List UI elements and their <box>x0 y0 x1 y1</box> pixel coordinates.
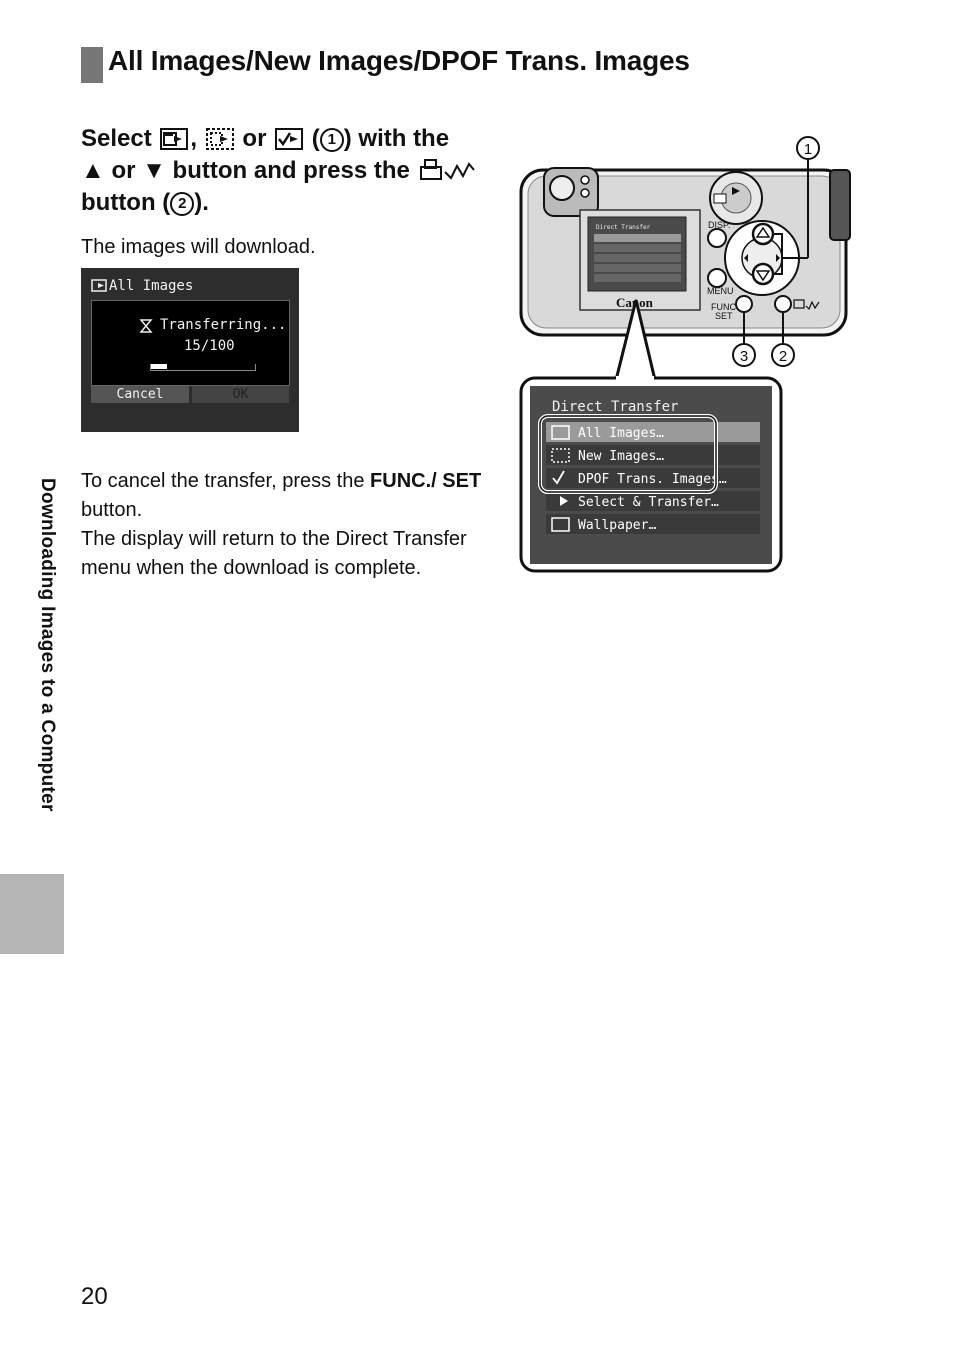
menu-item-all-images[interactable]: All Images… <box>546 422 760 442</box>
note-text: The display will return to the Direct Tr… <box>81 528 467 579</box>
menu-item-wallpaper[interactable]: Wallpaper… <box>546 514 760 534</box>
func-set-label: FUNC./ SET <box>370 470 482 492</box>
new-images-icon <box>551 448 570 463</box>
transfer-screen: All Images Transferring... 15/100 Cancel… <box>81 268 299 432</box>
all-images-icon <box>91 279 107 292</box>
hourglass-icon <box>139 319 153 333</box>
transfer-dialog: Transferring... 15/100 <box>91 300 290 386</box>
dpof-images-icon <box>275 128 304 150</box>
menu-item-label: DPOF Trans. Images… <box>578 472 727 487</box>
down-button[interactable] <box>751 262 775 286</box>
callout-1-line <box>773 258 783 275</box>
select-transfer-icon <box>560 496 568 506</box>
menu-item-label: Wallpaper… <box>578 518 656 533</box>
callout-3: 3 <box>732 343 756 367</box>
cancel-button[interactable]: Cancel <box>91 386 189 403</box>
instr-word: or <box>242 125 267 152</box>
wallpaper-icon <box>551 517 570 532</box>
instr-comma: , <box>190 125 198 152</box>
side-tab-label: Downloading Images to a Computer <box>37 478 58 812</box>
side-tab-marker <box>0 874 64 954</box>
transfer-count: 15/100 <box>184 338 235 354</box>
direct-transfer-title: Direct Transfer <box>552 399 678 415</box>
func-label: FUNC <box>711 302 736 312</box>
mode-dial[interactable] <box>709 171 763 225</box>
menu-item-new-images[interactable]: New Images… <box>546 445 760 465</box>
callout-3-number: 3 <box>740 348 748 365</box>
callout-2-ref: 2 <box>170 192 195 216</box>
menu-item-label: All Images… <box>578 426 664 441</box>
cancel-note: To cancel the transfer, press the FUNC./… <box>81 467 491 583</box>
print-share-icon <box>419 159 475 180</box>
instr-word: Select <box>81 125 152 152</box>
all-images-icon <box>160 128 189 150</box>
progress-bar <box>150 364 256 371</box>
note-text: To cancel the transfer, press the <box>81 470 371 492</box>
up-button[interactable] <box>751 222 775 246</box>
direct-transfer-screen: Direct Transfer All Images… New Images… … <box>519 376 783 573</box>
section-heading: All Images/New Images/DPOF Trans. Images <box>108 45 690 76</box>
set-label: SET <box>715 311 733 321</box>
dpof-images-icon <box>552 470 565 485</box>
download-note: The images will download. <box>81 236 316 258</box>
callout-2-number: 2 <box>779 348 787 365</box>
instr-word: or <box>111 157 136 184</box>
note-text: button. <box>81 499 143 521</box>
callout-1: 1 <box>796 136 820 160</box>
instr-word: ). <box>194 189 209 216</box>
callout-1-line <box>773 233 808 259</box>
instr-word: ( <box>311 125 320 152</box>
instruction-step: Select , or (1) with the ▲ or ▼ button a… <box>81 123 501 219</box>
ok-button[interactable]: OK <box>192 386 289 403</box>
heading-marker <box>81 47 103 83</box>
instr-word: ) with the <box>343 125 450 152</box>
down-arrow-icon: ▼ <box>142 157 166 184</box>
instr-word: button and press the <box>172 157 410 184</box>
transfer-message: Transferring... <box>160 317 287 333</box>
callout-2: 2 <box>771 343 795 367</box>
menu-label: MENU <box>707 286 734 296</box>
lcd-menu-title: Direct Transfer <box>596 224 651 231</box>
progress-fill <box>151 364 167 369</box>
selection-outline <box>539 415 717 493</box>
callout-1-number: 1 <box>804 141 812 158</box>
callout-1-ref: 1 <box>319 128 344 152</box>
disp-button[interactable]: DISP. <box>707 220 730 248</box>
menu-button[interactable]: MENU <box>707 268 734 296</box>
menu-item-label: New Images… <box>578 449 664 464</box>
menu-item-dpof-trans[interactable]: DPOF Trans. Images… <box>546 468 760 488</box>
all-images-icon <box>551 425 570 440</box>
page-number: 20 <box>81 1283 108 1310</box>
up-arrow-icon: ▲ <box>81 157 105 184</box>
camera-lcd: Direct Transfer Canon <box>579 209 701 311</box>
disp-label: DISP. <box>708 220 730 230</box>
instr-word: button ( <box>81 189 171 216</box>
camera-illustration: Direct Transfer Canon DISP. MENU FUNC SE… <box>519 136 851 573</box>
new-images-icon <box>205 128 234 150</box>
menu-item-label: Select & Transfer… <box>578 495 719 510</box>
screen-title: All Images <box>109 278 194 294</box>
menu-item-select-transfer[interactable]: Select & Transfer… <box>546 491 760 511</box>
